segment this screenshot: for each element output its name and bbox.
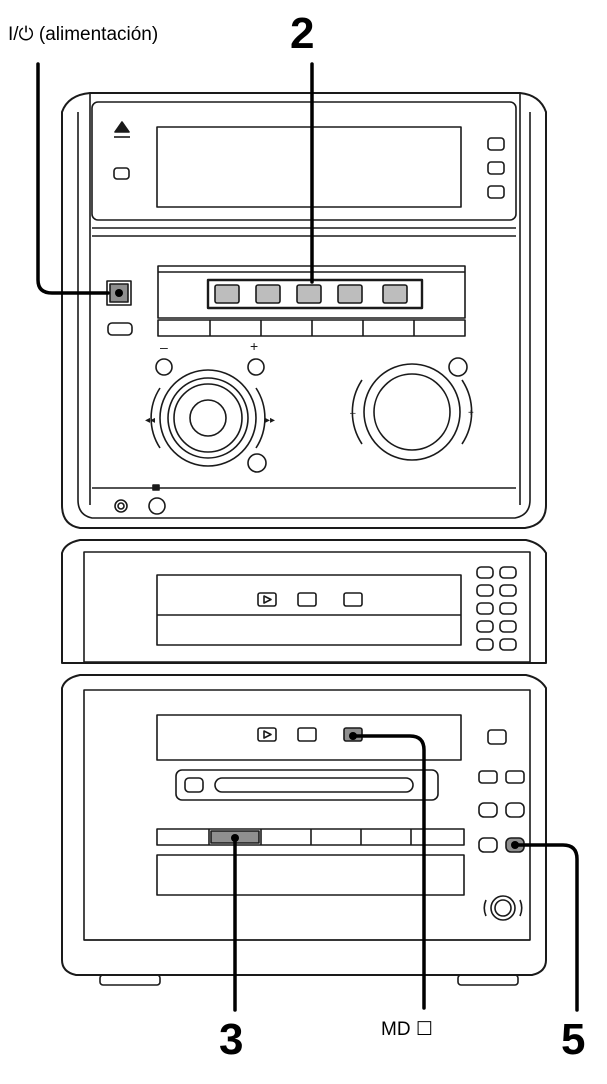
cassette-stop-button[interactable]: [343, 592, 363, 607]
step-5-callout-dot: [511, 841, 519, 849]
left-jog-dial[interactable]: [150, 369, 266, 467]
step-5-callout-line: [513, 843, 579, 1012]
function-button-4[interactable]: [337, 284, 363, 304]
svg-text:+: +: [468, 408, 474, 419]
md-stop-callout-line: [351, 734, 426, 1010]
rewind-button[interactable]: [155, 358, 173, 376]
cassette-play-button[interactable]: [257, 592, 277, 607]
svg-text:+: +: [250, 338, 258, 354]
md-play-button[interactable]: [257, 727, 277, 742]
power-label: I/⏻ (alimentación): [8, 24, 159, 45]
function-button-1[interactable]: [214, 284, 240, 304]
cassette-side-buttons: [476, 566, 517, 651]
md-stop-label: MD ☐: [381, 1019, 433, 1040]
headphone-jack: [114, 499, 128, 513]
top-display-window: [156, 126, 462, 208]
function-button-3[interactable]: [296, 284, 322, 304]
svg-text:▸▸: ▸▸: [265, 415, 275, 426]
md-level-knob[interactable]: [490, 895, 516, 921]
cassette-door: [156, 574, 462, 646]
display-button[interactable]: [107, 322, 133, 336]
top-left-button[interactable]: [113, 167, 130, 180]
md-pause-button[interactable]: [297, 727, 317, 742]
function-buttons-group: [206, 278, 424, 310]
step-3-callout-dot: [231, 834, 239, 842]
fast-forward-button[interactable]: [247, 358, 265, 376]
md-disc-slot: [175, 769, 439, 801]
bottom-unit: [61, 674, 547, 986]
md-forward-button[interactable]: [505, 770, 525, 784]
function-button-5[interactable]: [382, 284, 408, 304]
md-side-button-3[interactable]: [478, 837, 498, 853]
svg-text:◂◂: ◂◂: [145, 415, 155, 426]
left-foot: [99, 974, 161, 986]
md-rewind-button[interactable]: [478, 770, 498, 784]
md-lower-panel: [156, 854, 465, 896]
power-callout-line: [36, 62, 110, 295]
top-right-button-3[interactable]: [487, 185, 505, 199]
md-stop-callout-dot: [349, 732, 357, 740]
md-display-window: [156, 714, 462, 761]
svg-text:–: –: [350, 408, 356, 419]
md-eject-button[interactable]: [487, 729, 507, 745]
md-side-button-2[interactable]: [505, 802, 525, 818]
small-round-knob[interactable]: [148, 497, 166, 515]
step-3-label: 3: [219, 1015, 244, 1064]
bottom-round-button[interactable]: [247, 453, 267, 473]
top-right-round-button[interactable]: [448, 357, 468, 377]
right-foot: [457, 974, 519, 986]
power-callout-dot: [115, 289, 123, 297]
step-2-label: 2: [290, 9, 315, 58]
top-unit: – + ◂◂ ▸▸ –: [61, 92, 547, 529]
svg-text:–: –: [160, 339, 168, 355]
function-button-2[interactable]: [255, 284, 281, 304]
eject-icon: [114, 121, 130, 138]
md-side-button-1[interactable]: [478, 802, 498, 818]
top-right-button-2[interactable]: [487, 161, 505, 175]
middle-unit: [61, 539, 547, 664]
step-5-label: 5: [561, 1015, 586, 1064]
volume-dial[interactable]: [351, 363, 473, 461]
cassette-pause-button[interactable]: [297, 592, 317, 607]
top-right-button-1[interactable]: [487, 137, 505, 151]
